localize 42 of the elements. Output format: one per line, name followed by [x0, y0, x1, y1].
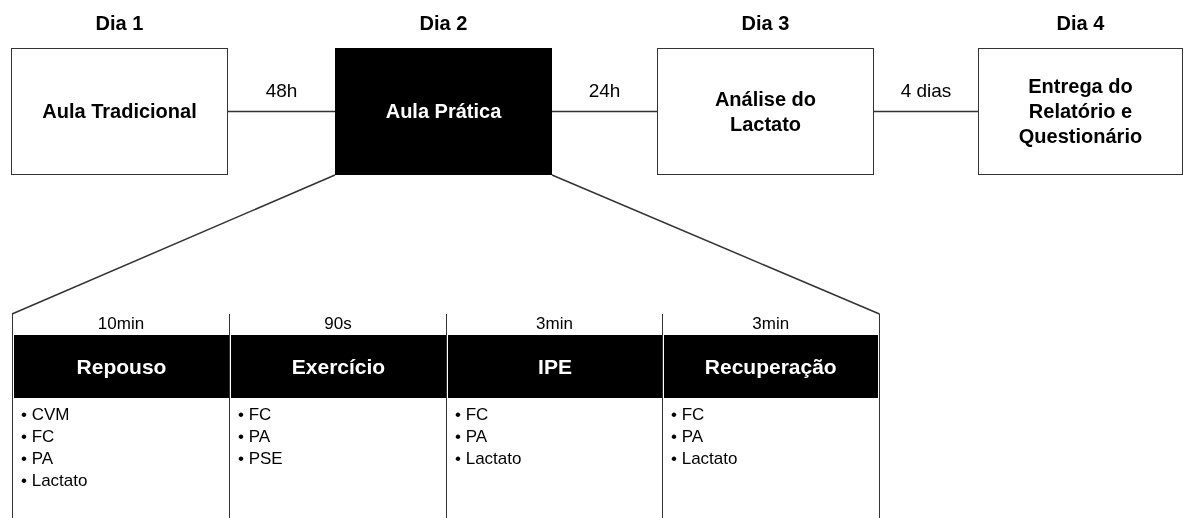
connector-line — [227, 110, 336, 113]
list-item: • Lactato — [455, 449, 522, 468]
phase-title: Recuperação — [704, 354, 837, 379]
process-box — [978, 48, 1183, 175]
box-label: Aula Tradicional — [42, 99, 197, 124]
connector-line — [873, 110, 979, 113]
list-item: • Lactato — [671, 449, 738, 468]
day-heading: Dia 4 — [1056, 12, 1105, 35]
list-item: • FC — [21, 427, 55, 446]
connector-line — [11, 174, 336, 315]
duration-label: 3min — [751, 314, 791, 334]
box-label: Análise do Lactato — [713, 86, 818, 137]
phase-title: IPE — [538, 354, 572, 379]
connector-line — [551, 110, 658, 113]
list-item: • PA — [671, 427, 704, 446]
day-heading: Dia 3 — [741, 12, 790, 35]
phase-title: Exercício — [291, 354, 386, 379]
list-item: • PA — [238, 427, 271, 446]
list-item: • PA — [21, 449, 54, 468]
duration-label: 90s — [323, 314, 353, 334]
box-label: Aula Prática — [385, 99, 502, 124]
list-item: • FC — [455, 405, 489, 424]
list-item: • FC — [671, 405, 705, 424]
day-heading: Dia 2 — [419, 12, 468, 35]
list-item: • Lactato — [21, 471, 88, 490]
phase-title: Repouso — [76, 354, 167, 379]
phase-column — [446, 314, 662, 518]
list-item: • FC — [238, 405, 272, 424]
list-item: • CVM — [21, 405, 70, 424]
box-label: Entrega do Relatório e Questionário — [1017, 74, 1144, 149]
duration-label: 10min — [96, 314, 146, 334]
phase-column — [12, 314, 229, 518]
day-heading: Dia 1 — [95, 12, 144, 35]
list-item: • PSE — [238, 449, 283, 468]
phase-column — [662, 314, 880, 518]
connector-line — [551, 174, 881, 315]
process-box — [11, 48, 228, 175]
list-item: • PA — [455, 427, 488, 446]
process-box — [657, 48, 874, 175]
phase-column — [229, 314, 446, 518]
duration-label: 3min — [535, 314, 574, 334]
process-box — [335, 48, 552, 175]
